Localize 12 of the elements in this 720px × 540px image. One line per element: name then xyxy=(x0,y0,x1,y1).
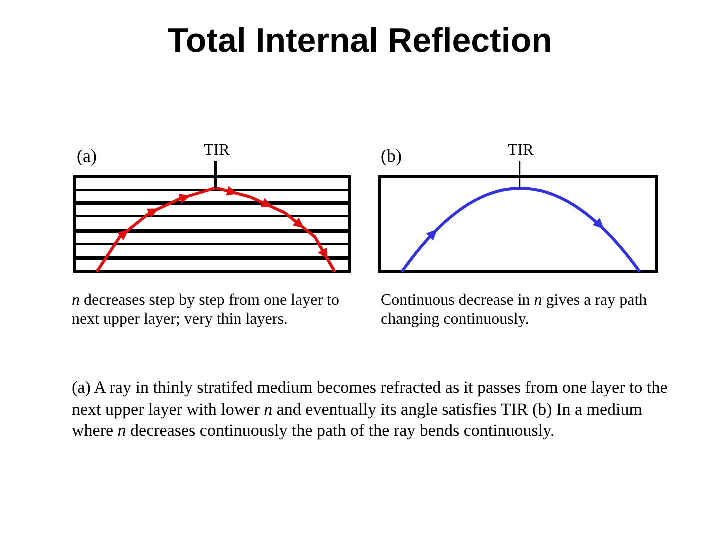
leader-line xyxy=(519,161,521,188)
tir-label: TIR xyxy=(204,142,230,160)
leader-line xyxy=(214,161,218,188)
panel-label: (a) xyxy=(77,146,97,167)
title: Total Internal Reflection xyxy=(166,22,554,61)
panel-caption: Continuous decrease in n gives a ray path changing continuously. xyxy=(381,291,648,329)
tir-label: TIR xyxy=(508,142,534,160)
panel-label: (b) xyxy=(381,146,402,167)
ray-drawing xyxy=(96,186,336,273)
figure-caption: (a) A ray in thinly stratifed medium becomes refracted as it passes from one layer to the next upper layer with lower n and eventually its angle satisfies TIR (b) In a medium where n decreases continuously the path of the ray bends continuously. xyxy=(72,377,669,442)
ray-drawing xyxy=(400,187,642,273)
panel-caption: n decreases step by step from one layer to next upper layer; very thin layers. xyxy=(72,291,340,329)
